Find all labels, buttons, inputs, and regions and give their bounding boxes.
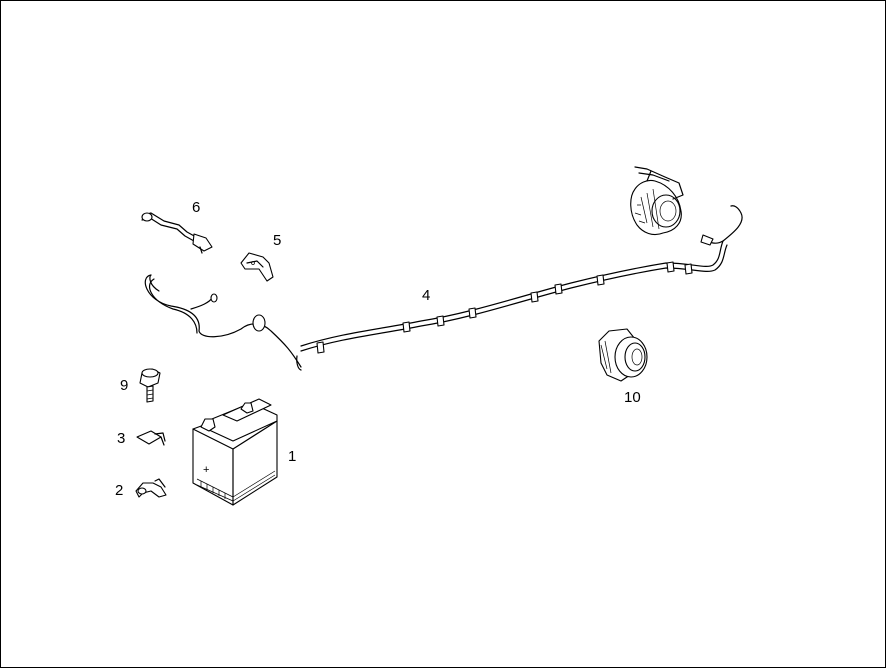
callout-2: 2 (115, 482, 123, 499)
terminal-clip-part (136, 430, 166, 446)
callout-1: 1 (288, 448, 296, 465)
bracket-part (240, 252, 274, 282)
callout-4: 4 (422, 287, 430, 304)
callout-5: 5 (273, 232, 281, 249)
callout-3: 3 (117, 430, 125, 447)
alternator-component (630, 166, 684, 236)
callout-6: 6 (192, 199, 200, 216)
bolt-part (139, 368, 161, 403)
horn-part (598, 328, 648, 382)
battery-terminal-mark: + (203, 464, 209, 476)
cable-harness-part (144, 205, 743, 371)
ground-cable-part (141, 212, 213, 254)
callout-10: 10 (624, 389, 641, 406)
callout-9: 9 (120, 377, 128, 394)
battery-part: + (192, 398, 278, 506)
clamp-part (135, 478, 167, 498)
